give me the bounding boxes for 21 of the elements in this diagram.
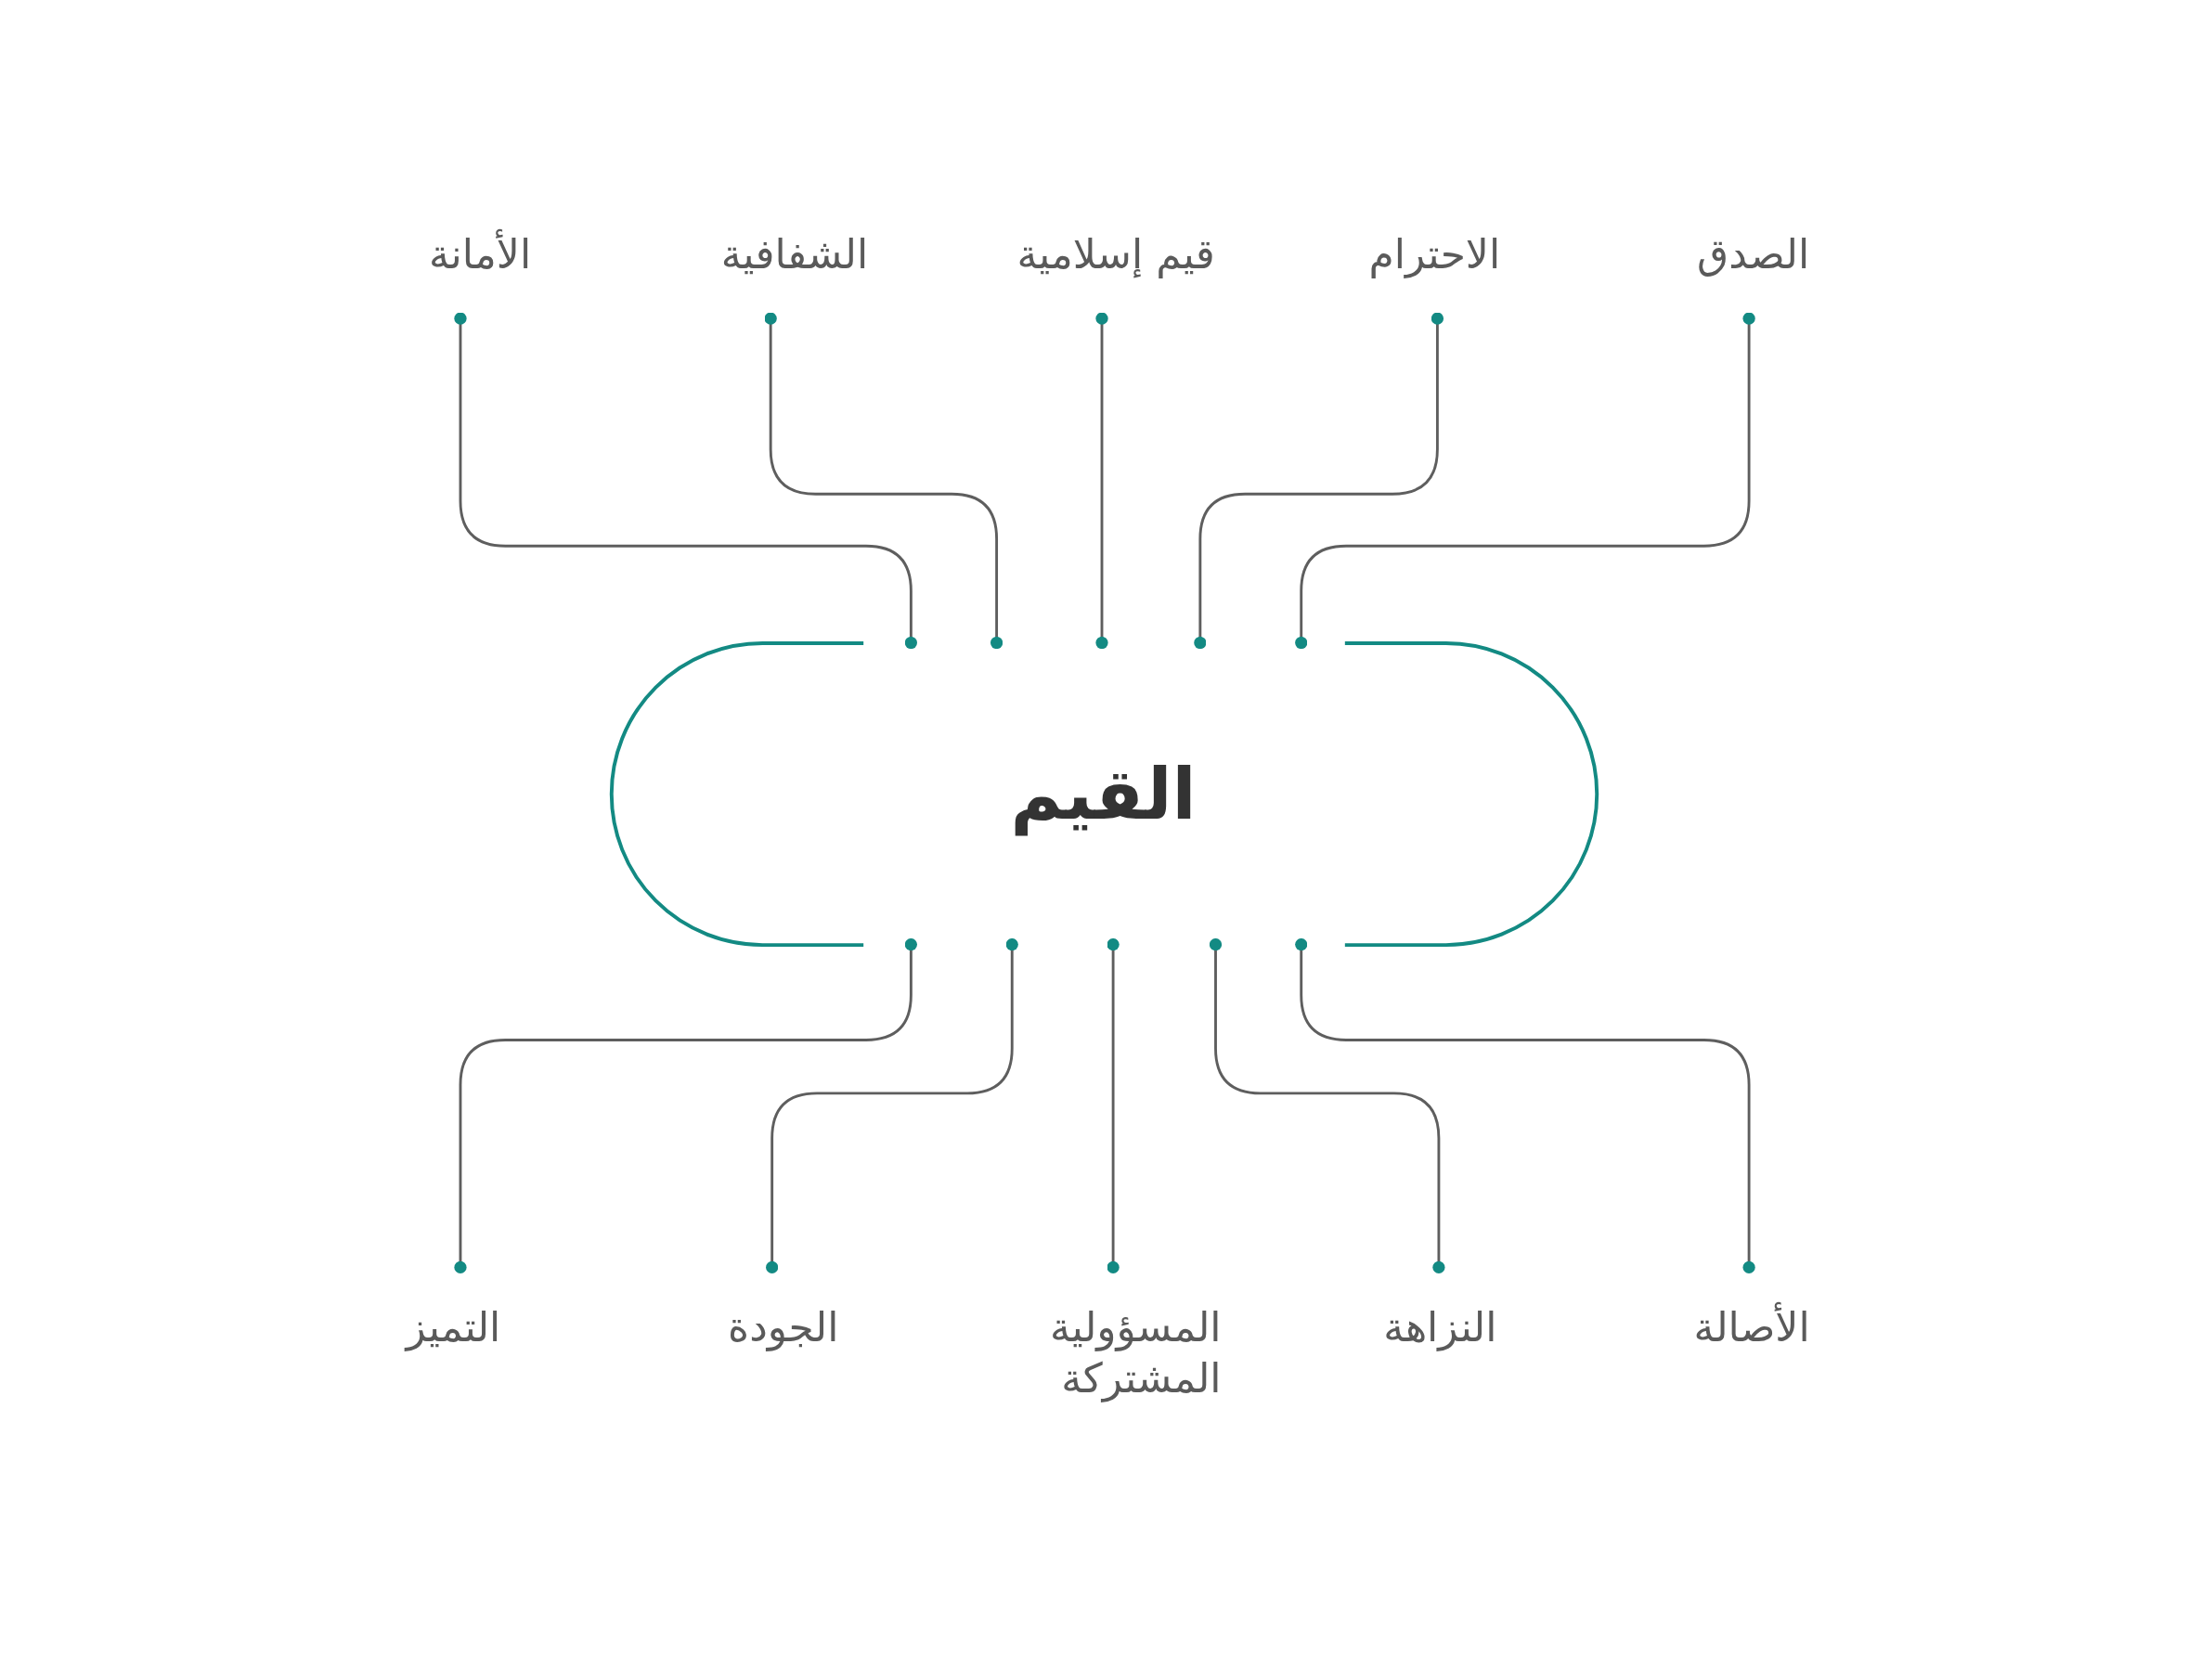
value-label: قيم إسلامية (1016, 228, 1215, 279)
connector-line (764, 312, 1003, 650)
value-label: التميز (406, 1301, 501, 1352)
value-label: الجودة (728, 1301, 839, 1352)
value-label: الأمانة (429, 227, 532, 279)
connector-line (1107, 938, 1120, 1273)
value-label: الأصالة (1693, 1300, 1810, 1352)
connector-line (1295, 312, 1755, 650)
value-label: المسؤولية المشتركة (1049, 1301, 1222, 1403)
value-label: النزاهة (1383, 1301, 1497, 1352)
value-label: الاحترام (1368, 228, 1501, 279)
central-title: القيم (1010, 752, 1197, 835)
value-label: الشفافية (720, 228, 869, 279)
connector-line (1194, 312, 1444, 650)
connector-line (1209, 938, 1445, 1273)
connector-line (1295, 938, 1755, 1273)
connector-line (454, 938, 917, 1273)
value-label: الصدق (1697, 228, 1810, 279)
connector-line (1095, 312, 1108, 650)
connector-line (454, 312, 917, 650)
connector-line (766, 938, 1018, 1273)
